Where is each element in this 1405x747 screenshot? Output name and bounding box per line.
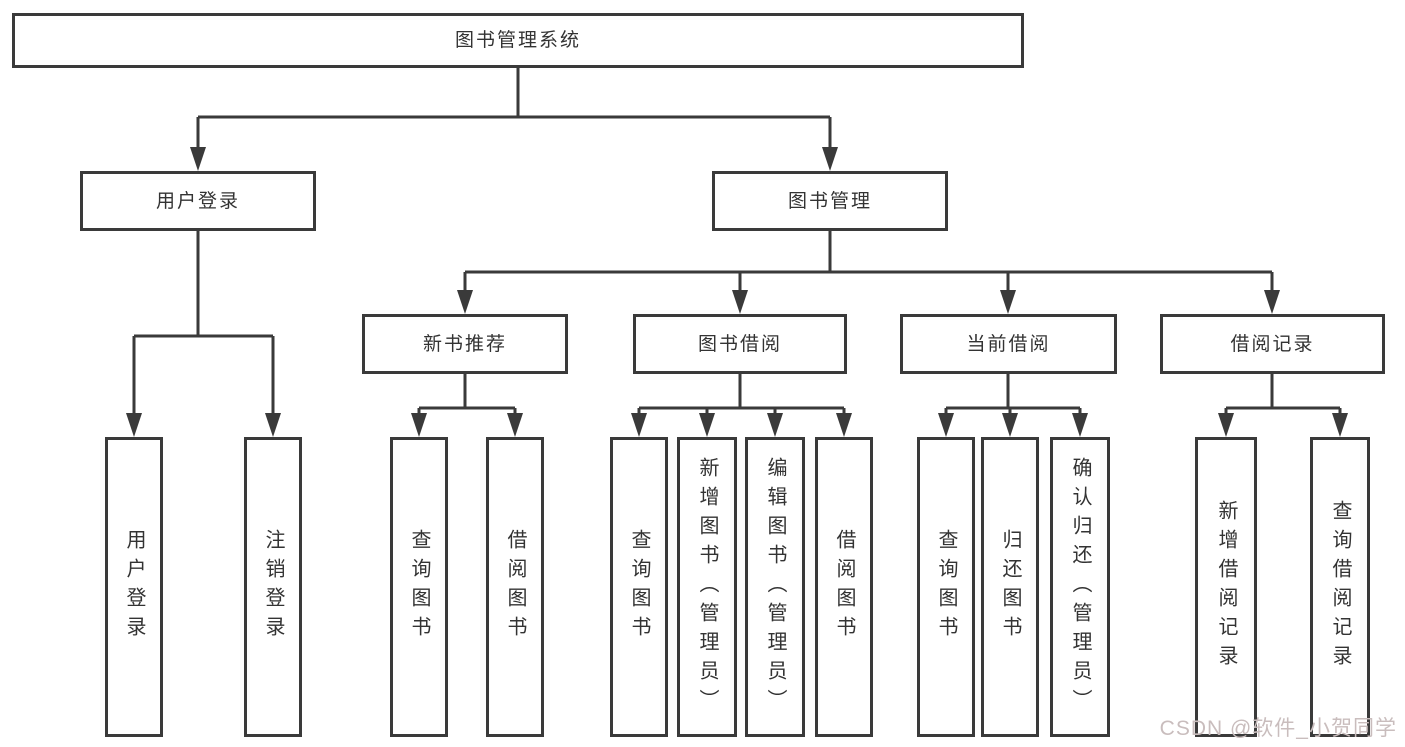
arrow-down-icon xyxy=(732,290,748,314)
node-new-book-recommend: 新书推荐 xyxy=(362,314,568,374)
node-root-library-system: 图书管理系统 xyxy=(12,13,1024,68)
node-user-login: 用户登录 xyxy=(80,171,316,231)
connector-book-management-to-level3 xyxy=(457,231,1280,314)
connector-user-login-to-leaves xyxy=(126,231,281,437)
node-current-borrow: 当前借阅 xyxy=(900,314,1117,374)
leaf-query-books-current: 查询图书 xyxy=(917,437,975,737)
arrow-down-icon xyxy=(190,147,206,171)
csdn-watermark: CSDN @软件_小贺同学 xyxy=(1159,717,1397,740)
leaf-add-borrow-record: 新增借阅记录 xyxy=(1195,437,1257,737)
arrow-down-icon xyxy=(938,413,954,437)
leaf-logout: 注销登录 xyxy=(244,437,302,737)
arrow-down-icon xyxy=(836,413,852,437)
leaf-return-books: 归还图书 xyxy=(981,437,1039,737)
leaf-edit-book-admin: 编辑图书（管理员） xyxy=(745,437,805,737)
arrow-down-icon xyxy=(822,147,838,171)
leaf-confirm-return-admin: 确认归还（管理员） xyxy=(1050,437,1110,737)
leaf-borrow-books: 借阅图书 xyxy=(815,437,873,737)
leaf-add-book-admin: 新增图书（管理员） xyxy=(677,437,737,737)
arrow-down-icon xyxy=(1218,413,1234,437)
node-book-borrow: 图书借阅 xyxy=(633,314,847,374)
connector-book-borrow-to-leaves xyxy=(631,374,852,437)
arrow-down-icon xyxy=(411,413,427,437)
arrow-down-icon xyxy=(1264,290,1280,314)
connector-new-book-recommend-to-leaves xyxy=(411,374,523,437)
arrow-down-icon xyxy=(1072,413,1088,437)
leaf-query-books-recommend: 查询图书 xyxy=(390,437,448,737)
arrow-down-icon xyxy=(1002,413,1018,437)
arrow-down-icon xyxy=(1000,290,1016,314)
arrow-down-icon xyxy=(507,413,523,437)
node-book-management: 图书管理 xyxy=(712,171,948,231)
arrow-down-icon xyxy=(631,413,647,437)
arrow-down-icon xyxy=(457,290,473,314)
connector-current-borrow-to-leaves xyxy=(938,374,1088,437)
arrow-down-icon xyxy=(767,413,783,437)
leaf-borrow-books-recommend: 借阅图书 xyxy=(486,437,544,737)
node-borrow-records: 借阅记录 xyxy=(1160,314,1385,374)
connector-root-to-level2 xyxy=(190,68,838,171)
leaf-query-borrow-record: 查询借阅记录 xyxy=(1310,437,1370,737)
arrow-down-icon xyxy=(265,413,281,437)
leaf-query-books-borrow: 查询图书 xyxy=(610,437,668,737)
arrow-down-icon xyxy=(699,413,715,437)
arrow-down-icon xyxy=(1332,413,1348,437)
leaf-user-login: 用户登录 xyxy=(105,437,163,737)
arrow-down-icon xyxy=(126,413,142,437)
connector-borrow-records-to-leaves xyxy=(1218,374,1348,437)
